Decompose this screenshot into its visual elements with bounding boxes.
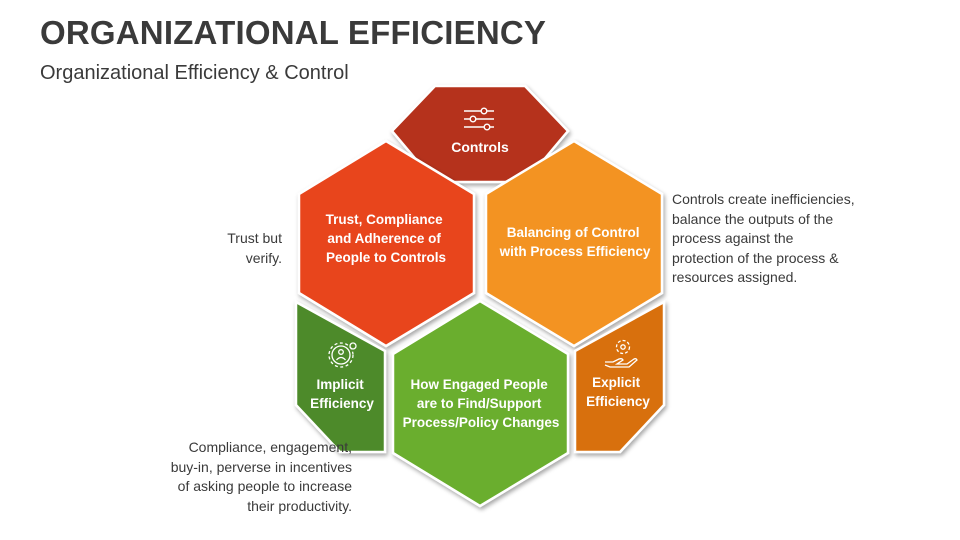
people-gear-icon (328, 342, 357, 368)
hex-controls-label: Controls (451, 139, 509, 155)
note-right-line-1: Controls create inefficiencies, (672, 191, 855, 207)
hex-explicit-line-2: Efficiency (586, 394, 650, 409)
hex-engaged-line-3: Process/Policy Changes (403, 415, 560, 430)
hex-explicit-label: Explicit Efficiency (586, 375, 650, 409)
hex-implicit: Implicit Efficiency (294, 299, 387, 454)
note-right-line-4: protection of the process & (672, 249, 839, 266)
hex-balancing-line-2: with Process Efficiency (499, 244, 651, 259)
sliders-icon (464, 107, 494, 131)
note-right-line-5: resources assigned. (672, 269, 798, 285)
note-right-line-3: process against the (672, 230, 794, 246)
hex-engaged-shape (391, 299, 570, 508)
note-compliance-engagement: Compliance, engagement, buy-in, perverse… (140, 438, 352, 516)
hex-implicit-line-2: Efficiency (310, 396, 374, 411)
hex-explicit-line-1: Explicit (592, 375, 641, 390)
note-bottom-line-3: of asking people to increase (177, 478, 352, 494)
hand-gear-icon (604, 339, 638, 368)
hex-trust-label: Trust, Compliance and Adherence of Peopl… (326, 212, 447, 265)
hex-balancing-line-1: Balancing of Control (507, 225, 640, 240)
hex-trust-shape (297, 139, 476, 348)
hex-explicit-shape (573, 299, 666, 454)
note-trust-but-verify: Trust but verify. (200, 229, 282, 268)
note-left-top-line-1: Trust but (227, 230, 282, 246)
hex-implicit-shape (294, 299, 387, 454)
hex-trust-line-1: Trust, Compliance (326, 212, 444, 227)
hex-explicit: Explicit Efficiency (573, 299, 666, 454)
hex-trust: Trust, Compliance and Adherence of Peopl… (297, 139, 476, 348)
hex-controls: Controls (390, 84, 570, 184)
hex-implicit-line-1: Implicit (316, 377, 364, 392)
hex-implicit-label: Implicit Efficiency (310, 377, 374, 411)
note-bottom-line-1: Compliance, engagement, (188, 439, 352, 455)
hex-engaged-line-2: are to Find/Support (417, 396, 542, 411)
hex-trust-line-2: and Adherence of (327, 231, 441, 246)
hex-engaged-label: How Engaged People are to Find/Support P… (403, 377, 560, 430)
note-bottom-line-4: their productivity. (247, 497, 352, 514)
hex-controls-line-1: Controls (451, 139, 509, 155)
slide-title: ORGANIZATIONAL EFFICIENCY (40, 14, 547, 51)
hex-engaged: How Engaged People are to Find/Support P… (391, 299, 570, 508)
slide-subtitle: Organizational Efficiency & Control (40, 62, 349, 84)
hex-balancing-shape (484, 139, 664, 348)
hex-balancing-label: Balancing of Control with Process Effici… (499, 225, 651, 259)
note-controls-inefficiencies: Controls create inefficiencies, balance … (672, 190, 952, 288)
note-right-line-2: balance the outputs of the (672, 210, 834, 227)
hex-balancing: Balancing of Control with Process Effici… (484, 139, 664, 348)
hex-engaged-line-1: How Engaged People (410, 377, 548, 392)
note-bottom-line-2: buy-in, perverse in incentives (170, 458, 352, 475)
hex-trust-line-3: People to Controls (326, 250, 446, 265)
note-left-top-line-2: verify. (245, 249, 282, 266)
